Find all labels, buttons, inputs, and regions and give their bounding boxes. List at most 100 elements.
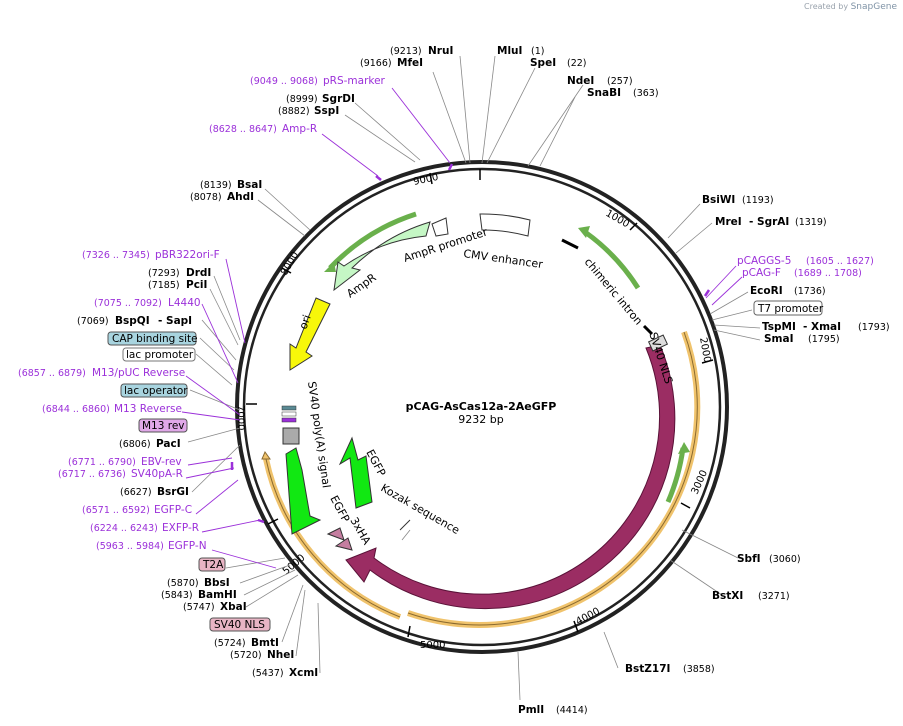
site-bsai-pos: (8139): [200, 180, 232, 191]
site-drdi-pos2: (7293): [148, 268, 180, 279]
leader-lines: [187, 55, 761, 701]
ampr-promoter-feature: [431, 217, 449, 237]
primer-pbr322ori-f[interactable]: pBR322ori-F: [155, 249, 220, 261]
ori-feature: [289, 297, 331, 371]
green-orf-2: [583, 229, 641, 290]
site-xmai[interactable]: - XmaI: [803, 321, 841, 333]
site-bsiwi[interactable]: BsiWI: [702, 194, 735, 206]
tick-marks: [246, 169, 714, 638]
site-smai[interactable]: SmaI: [764, 333, 794, 345]
site-smai-pos: (1795): [808, 334, 840, 345]
chimeric-intron-start: [561, 238, 579, 250]
site-bsrgi-pos: (6627): [120, 487, 152, 498]
site-drdi[interactable]: DrdI: [186, 267, 211, 279]
site-snabi[interactable]: SnaBI: [587, 87, 621, 99]
site-tspmi[interactable]: TspMI: [762, 321, 796, 333]
primer-pbr322-range: (7326 .. 7345): [82, 250, 150, 261]
site-bmti[interactable]: BmtI: [251, 637, 279, 649]
primer-egfp-n[interactable]: EGFP-N: [168, 540, 207, 552]
lac-block-1: [281, 405, 297, 411]
site-sgrai-pos: (1319): [795, 217, 827, 228]
ha-label: 3xHA: [347, 515, 373, 547]
primer-ebv-rev[interactable]: EBV-rev: [141, 456, 182, 468]
site-bsrgi[interactable]: BsrGI: [157, 486, 189, 498]
sv40-nls-box-label[interactable]: SV40 NLS: [214, 619, 265, 631]
site-bamhi[interactable]: BamHI: [198, 589, 237, 601]
primer-m13rev-range: (6844 .. 6860): [42, 404, 110, 415]
site-nhei-pos: (5720): [230, 650, 262, 661]
cap-binding-site-label[interactable]: CAP binding site: [112, 333, 198, 345]
primer-prs-marker[interactable]: pRS-marker: [323, 75, 386, 87]
ampr-feature: [333, 221, 431, 292]
site-pmli[interactable]: PmlI: [518, 704, 544, 716]
site-mlui[interactable]: MluI: [497, 45, 522, 57]
primer-pcaggs5[interactable]: pCAGGS-5: [737, 255, 791, 267]
site-pcii[interactable]: PciI: [186, 279, 207, 291]
egfp-feature-2: [338, 436, 373, 509]
site-nrui-pos: (9213): [390, 46, 422, 57]
site-bsiwi-pos: (1193): [742, 195, 774, 206]
chimeric-intron-end: [642, 324, 654, 336]
lac-promoter-label[interactable]: lac promoter: [126, 349, 194, 361]
site-ahdi[interactable]: AhdI: [227, 191, 254, 203]
tick-7000: 7000: [235, 405, 246, 430]
site-xcmi[interactable]: XcmI: [289, 667, 318, 679]
site-sspi-pos: (8882): [278, 106, 310, 117]
site-sapi[interactable]: - SapI: [158, 315, 192, 327]
ori-label: ori: [297, 313, 314, 331]
site-mrei[interactable]: MreI: [715, 216, 742, 228]
site-sspi[interactable]: SspI: [314, 105, 339, 117]
primer-l4440-range: (7075 .. 7092): [94, 298, 162, 309]
primer-amp-r[interactable]: Amp-R: [282, 123, 317, 135]
site-sgrdi[interactable]: SgrDI: [322, 93, 355, 105]
cmv-enhancer-feature: [479, 213, 531, 237]
site-bstxi[interactable]: BstXI: [712, 590, 743, 602]
sv40-polya-block: [282, 427, 300, 445]
primer-l4440[interactable]: L4440: [168, 297, 201, 309]
m13-rev-label[interactable]: M13 rev: [142, 420, 185, 432]
site-mlui-pos: (1): [531, 46, 544, 57]
site-xbai-pos: (5747): [183, 602, 215, 613]
primer-pcag-f[interactable]: pCAG-F: [742, 267, 781, 279]
primer-egfp-c[interactable]: EGFP-C: [154, 504, 192, 516]
primer-m13-puc-reverse[interactable]: M13/pUC Reverse: [92, 367, 185, 379]
t2a-label[interactable]: T2A: [202, 559, 224, 571]
site-ecori[interactable]: EcoRI: [750, 285, 783, 297]
site-nrui[interactable]: NruI: [428, 45, 453, 57]
site-xbai[interactable]: XbaI: [220, 601, 247, 613]
primer-ampr-range: (8628 .. 8647): [209, 124, 277, 135]
site-xcmi-pos: (5437): [252, 668, 284, 679]
site-mfei[interactable]: MfeI: [397, 57, 423, 69]
plasmid-name: pCAG-AsCas12a-2AeGFP: [406, 400, 557, 413]
site-spei[interactable]: SpeI: [530, 57, 556, 69]
site-mfei-pos: (9166): [360, 58, 392, 69]
site-bsai[interactable]: BsaI: [237, 179, 262, 191]
primer-exfp-r[interactable]: EXFP-R: [162, 522, 199, 534]
tick-9000: 9000: [412, 172, 439, 188]
site-nhei[interactable]: NheI: [267, 649, 294, 661]
primer-m13-reverse[interactable]: M13 Reverse: [114, 403, 182, 415]
site-paci[interactable]: PacI: [156, 438, 181, 450]
site-bstz17i[interactable]: BstZ17I: [625, 663, 670, 675]
lac-operator-label[interactable]: lac operator: [124, 385, 188, 397]
site-pmli-pos: (4414): [556, 705, 588, 716]
site-sbfi-pos: (3060): [769, 554, 801, 565]
site-bamhi-pos: (5843): [161, 590, 193, 601]
cmv-enhancer-label: CMV enhancer: [463, 247, 544, 271]
site-sgrai[interactable]: - SgrAI: [749, 216, 789, 228]
site-bbsi[interactable]: BbsI: [204, 577, 230, 589]
chimeric-intron-label: chimeric intron: [582, 256, 645, 328]
site-ndei[interactable]: NdeI: [567, 75, 594, 87]
site-bspqi[interactable]: BspQI: [115, 315, 150, 327]
t2a-feature: [334, 537, 353, 551]
ascpf1-label: AsCpf1: [573, 496, 612, 530]
sv40polya-label: SV40 poly(A) signal: [305, 381, 333, 489]
site-sgrdi-pos: (8999): [286, 94, 318, 105]
primer-prs-range: (9049 .. 9068): [250, 76, 318, 87]
site-sbfi[interactable]: SbfI: [737, 553, 761, 565]
tick-5000-inner: 5000: [420, 640, 445, 651]
primer-sv40pa-r[interactable]: SV40pA-R: [131, 468, 183, 480]
t7-promoter-label[interactable]: T7 promoter: [757, 303, 824, 315]
site-bstz17i-pos: (3858): [683, 664, 715, 675]
